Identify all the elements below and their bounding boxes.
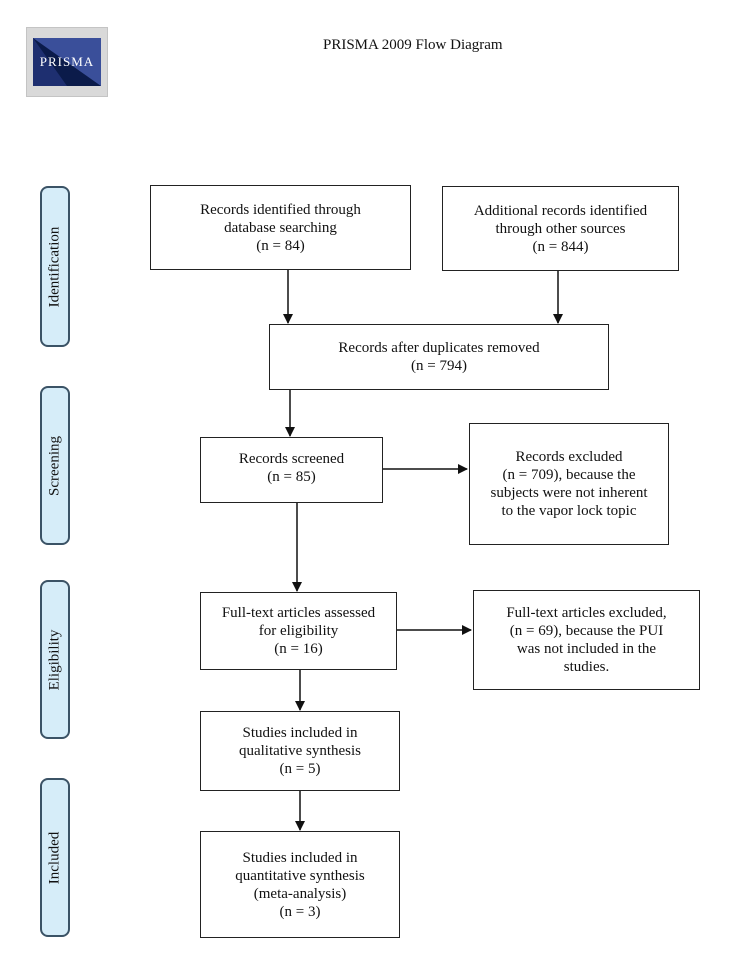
box-line: was not included in the — [516, 641, 657, 657]
box-line: database searching — [224, 219, 337, 236]
box-line: (n = 5) — [279, 761, 321, 777]
box-line: Full-text articles assessed — [221, 605, 376, 621]
box-line: Additional records identified — [473, 202, 648, 219]
box-line: Studies included in — [242, 849, 358, 866]
phase-included: Included — [40, 778, 70, 937]
box-line: (meta-analysis) — [253, 885, 347, 902]
box-line: (n = 709), because the — [502, 467, 636, 483]
box-line: subjects were not inherent — [490, 485, 648, 501]
box-studies-quantitative: Studies included in quantitative synthes… — [200, 831, 400, 938]
box-records-excluded: Records excluded (n = 709), because the … — [469, 423, 669, 545]
box-records-other-sources: Additional records identified through ot… — [442, 186, 679, 271]
prisma-logo: PRISMA — [26, 27, 108, 97]
box-line: (n = 85) — [267, 469, 316, 485]
box-line: quantitative synthesis — [235, 867, 365, 884]
box-line: Studies included in — [242, 725, 358, 741]
box-line: Records excluded — [515, 449, 623, 465]
box-line: Full-text articles excluded, — [506, 605, 667, 621]
box-line: (n = 69), because the PUI — [509, 623, 664, 639]
box-records-screened: Records screened (n = 85) — [200, 437, 383, 503]
box-line: (n = 84) — [256, 237, 305, 254]
box-line: Records after duplicates removed — [338, 340, 540, 356]
box-line: (n = 844) — [532, 238, 589, 255]
page-title: PRISMA 2009 Flow Diagram — [323, 37, 503, 53]
box-line: studies. — [563, 659, 610, 675]
box-line: (n = 794) — [411, 358, 467, 374]
logo-text: PRISMA — [40, 54, 94, 69]
box-line: qualitative synthesis — [238, 743, 362, 759]
box-line: (n = 3) — [279, 903, 321, 920]
phase-screening: Screening — [40, 386, 70, 545]
box-records-database: Records identified through database sear… — [150, 185, 411, 270]
box-studies-qualitative: Studies included in qualitative synthesi… — [200, 711, 400, 791]
box-line: for eligibility — [258, 623, 339, 639]
phase-eligibility: Eligibility — [40, 580, 70, 739]
box-line: Records identified through — [200, 201, 361, 218]
box-fulltext-excluded: Full-text articles excluded, (n = 69), b… — [473, 590, 700, 690]
box-fulltext-assessed: Full-text articles assessed for eligibil… — [200, 592, 397, 670]
box-line: through other sources — [495, 220, 626, 237]
box-records-after-duplicates: Records after duplicates removed (n = 79… — [269, 324, 609, 390]
phase-identification: Identification — [40, 186, 70, 347]
box-line: to the vapor lock topic — [501, 503, 637, 519]
box-line: Records screened — [238, 451, 345, 467]
box-line: (n = 16) — [274, 641, 323, 657]
